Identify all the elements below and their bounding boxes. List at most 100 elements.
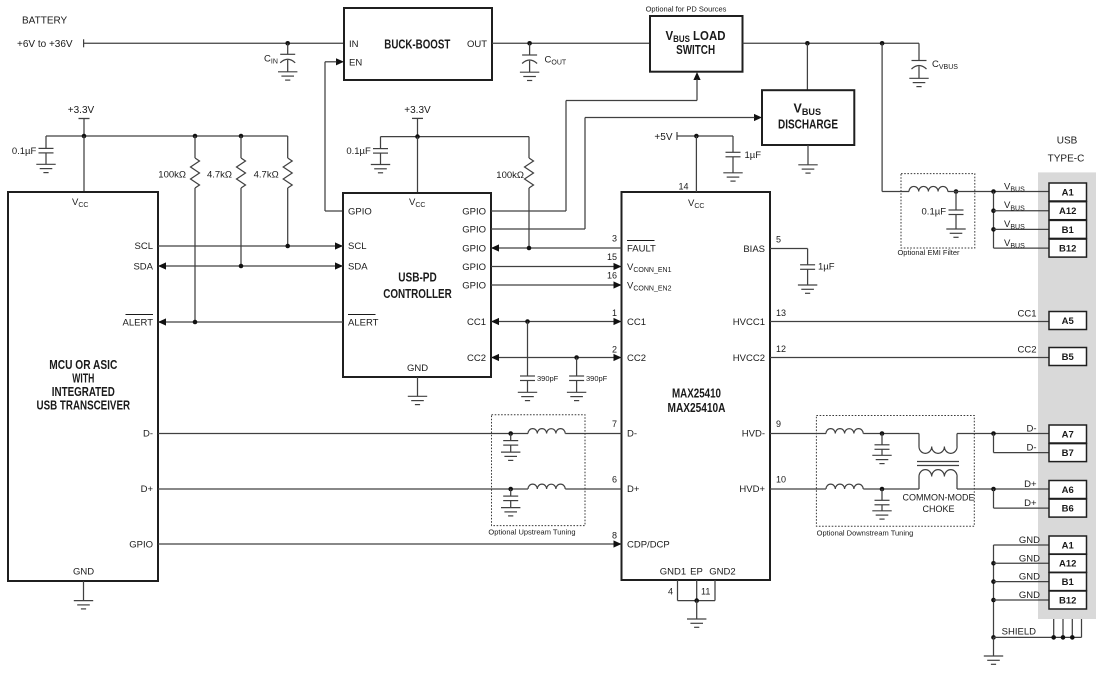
svg-text:A7: A7 (1062, 429, 1074, 440)
svg-text:OUT: OUT (467, 39, 487, 50)
svg-text:8: 8 (612, 531, 617, 541)
svg-text:CC1: CC1 (627, 317, 646, 328)
svg-text:IN: IN (349, 39, 359, 50)
svg-text:CC2: CC2 (467, 353, 486, 364)
svg-text:EN: EN (349, 57, 362, 68)
svg-text:BUCK-BOOST: BUCK-BOOST (384, 36, 450, 51)
svg-text:13: 13 (776, 308, 786, 318)
svg-text:D-: D- (1026, 443, 1036, 454)
svg-text:GND2: GND2 (709, 567, 735, 578)
svg-text:9: 9 (776, 419, 781, 429)
svg-text:B1: B1 (1062, 577, 1075, 588)
svg-text:390pF: 390pF (586, 374, 608, 383)
svg-text:A12: A12 (1059, 559, 1076, 570)
svg-text:D+: D+ (1024, 498, 1037, 509)
svg-text:GPIO: GPIO (462, 281, 486, 292)
svg-text:D+: D+ (1024, 479, 1037, 490)
svg-text:B5: B5 (1062, 352, 1075, 363)
svg-text:GPIO: GPIO (462, 244, 486, 255)
svg-text:15: 15 (607, 252, 617, 262)
svg-text:Optional EMI Filter: Optional EMI Filter (897, 248, 960, 257)
svg-text:SDA: SDA (348, 262, 368, 273)
svg-text:7: 7 (612, 419, 617, 429)
svg-text:GND: GND (407, 363, 428, 374)
svg-text:FAULT: FAULT (627, 244, 656, 255)
svg-text:10: 10 (776, 475, 786, 485)
svg-text:DISCHARGE: DISCHARGE (778, 116, 838, 131)
svg-text:4: 4 (668, 587, 673, 597)
svg-text:GPIO: GPIO (462, 225, 486, 236)
svg-text:A1: A1 (1062, 187, 1075, 198)
svg-text:4.7kΩ: 4.7kΩ (254, 170, 279, 181)
svg-text:USB TRANSCEIVER: USB TRANSCEIVER (37, 398, 131, 413)
svg-text:A6: A6 (1062, 485, 1074, 496)
svg-text:+3.3V: +3.3V (68, 105, 95, 116)
svg-text:TYPE-C: TYPE-C (1048, 154, 1085, 165)
svg-text:CC1: CC1 (1017, 309, 1036, 320)
svg-text:11: 11 (701, 587, 710, 597)
svg-text:+5V: +5V (654, 132, 672, 143)
svg-text:GPIO: GPIO (462, 207, 486, 218)
svg-text:100kΩ: 100kΩ (496, 170, 524, 181)
svg-text:14: 14 (678, 182, 688, 192)
svg-text:GPIO: GPIO (129, 540, 153, 551)
svg-text:D-: D- (1026, 424, 1036, 435)
svg-text:390pF: 390pF (537, 374, 559, 383)
svg-text:B6: B6 (1062, 504, 1074, 515)
svg-text:CDP/DCP: CDP/DCP (627, 540, 670, 551)
svg-text:A5: A5 (1062, 316, 1075, 327)
svg-text:5: 5 (776, 235, 781, 245)
svg-text:SHIELD: SHIELD (1002, 627, 1036, 638)
svg-text:COMMON-MODE: COMMON-MODE (903, 492, 975, 502)
svg-text:BIAS: BIAS (743, 244, 765, 255)
svg-text:100kΩ: 100kΩ (158, 170, 186, 181)
svg-text:1: 1 (612, 308, 617, 318)
svg-text:GND: GND (1019, 572, 1040, 583)
svg-text:A1: A1 (1062, 540, 1075, 551)
svg-text:GND: GND (1019, 590, 1040, 601)
svg-text:GND: GND (1019, 535, 1040, 546)
svg-text:GND: GND (73, 567, 94, 578)
svg-text:A12: A12 (1059, 206, 1076, 217)
svg-text:4.7kΩ: 4.7kΩ (207, 170, 232, 181)
svg-text:CHOKE: CHOKE (922, 504, 954, 514)
svg-text:CONTROLLER: CONTROLLER (383, 286, 452, 301)
svg-text:1µF: 1µF (745, 150, 762, 161)
svg-text:ALERT: ALERT (123, 318, 154, 329)
svg-text:CC2: CC2 (627, 353, 646, 364)
svg-text:SCL: SCL (135, 241, 153, 252)
svg-text:D+: D+ (141, 484, 154, 495)
svg-text:+6V to +36V: +6V to +36V (17, 39, 73, 50)
svg-text:EP: EP (690, 567, 703, 578)
svg-text:HVD+: HVD+ (739, 484, 765, 495)
svg-text:CC2: CC2 (1017, 345, 1036, 356)
svg-text:12: 12 (776, 344, 786, 354)
svg-text:SCL: SCL (348, 241, 366, 252)
svg-text:0.1µF: 0.1µF (346, 146, 371, 157)
svg-text:MAX25410A: MAX25410A (668, 400, 726, 415)
svg-text:HVCC2: HVCC2 (733, 353, 765, 364)
svg-text:HVD-: HVD- (742, 429, 765, 440)
svg-text:Optional for PD Sources: Optional for PD Sources (646, 4, 727, 13)
svg-text:GND1: GND1 (660, 567, 686, 578)
svg-text:SDA: SDA (133, 262, 153, 273)
svg-text:1µF: 1µF (818, 261, 835, 272)
svg-text:B1: B1 (1062, 225, 1075, 236)
svg-text:B12: B12 (1059, 244, 1076, 255)
svg-text:B7: B7 (1062, 448, 1074, 459)
svg-text:Optional Downstream Tuning: Optional Downstream Tuning (817, 528, 914, 537)
svg-text:6: 6 (612, 475, 617, 485)
svg-text:D-: D- (143, 429, 153, 440)
svg-text:+3.3V: +3.3V (404, 105, 431, 116)
svg-text:D-: D- (627, 429, 637, 440)
svg-text:D+: D+ (627, 484, 640, 495)
svg-text:USB-PD: USB-PD (398, 270, 437, 285)
svg-text:0.1µF: 0.1µF (12, 146, 37, 157)
svg-text:16: 16 (607, 271, 617, 281)
svg-text:B12: B12 (1059, 595, 1076, 606)
svg-text:USB: USB (1057, 136, 1078, 147)
svg-text:SWITCH: SWITCH (676, 42, 715, 57)
svg-text:CC1: CC1 (467, 317, 486, 328)
svg-text:BATTERY: BATTERY (22, 16, 68, 27)
svg-text:3: 3 (612, 234, 617, 244)
